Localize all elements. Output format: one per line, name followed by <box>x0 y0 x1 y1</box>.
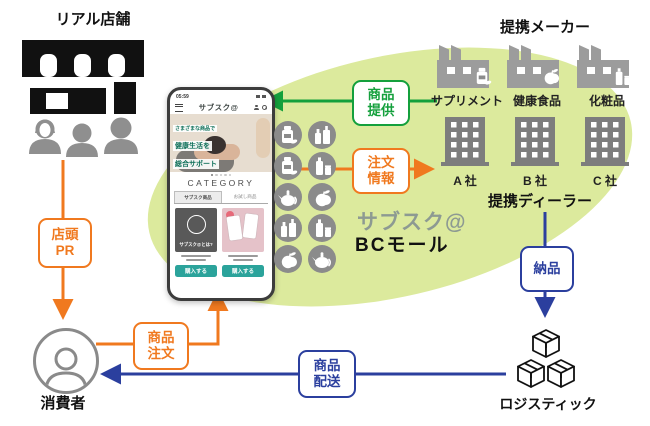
app-header: サブスク@ <box>170 101 272 114</box>
mall-logo-top: サブスク@ <box>357 211 467 234</box>
card-logo-icon <box>187 215 206 234</box>
consumer-icon <box>33 328 99 394</box>
logistics-boxes-icon <box>517 329 575 388</box>
search-icon[interactable] <box>262 105 267 110</box>
dealers-title: 提携ディーラー <box>488 193 592 210</box>
hero-banner: さまざまな商品で 健康生活を 総合サポート <box>170 114 272 172</box>
maker-label-cosmetics: 化粧品 <box>588 94 625 108</box>
signal-battery-icons <box>256 95 266 98</box>
app-logo: サブスク@ <box>198 103 239 112</box>
flow-label-order-info: 注文 情報 <box>352 148 410 194</box>
flow-label-delivery: 納品 <box>520 246 574 292</box>
hero-image-figure <box>256 118 270 158</box>
product-card-app[interactable] <box>222 208 264 252</box>
buy-button[interactable]: 購入する <box>222 264 264 277</box>
flow-label-product-order: 商品 注文 <box>133 322 189 370</box>
phone-clock: 05:59 <box>176 93 189 100</box>
flow-label-store-pr: 店頭 PR <box>38 218 92 268</box>
dealer-building-icons <box>441 117 629 166</box>
logistics-label: ロジスティック <box>499 396 597 412</box>
card-label: サブスク@とは? <box>179 242 213 247</box>
building-b-icon <box>511 117 559 166</box>
maker-label-healthfood: 健康食品 <box>512 94 561 108</box>
card-captions <box>170 252 272 261</box>
hero-line-3: 総合サポート <box>173 159 219 169</box>
carousel-dots[interactable] <box>170 172 272 178</box>
consumer-label: 消費者 <box>40 395 86 412</box>
hamburger-menu-icon[interactable] <box>175 103 183 112</box>
factory-healthfood-icon <box>507 45 560 88</box>
storefront-icon <box>22 40 144 157</box>
factory-cosmetics-icon <box>577 45 631 88</box>
dealer-label-c: C 社 <box>592 174 617 188</box>
factory-icons <box>437 45 631 88</box>
makers-title: 提携メーカー <box>499 19 590 36</box>
building-c-icon <box>581 117 629 166</box>
product-icons-cluster <box>274 121 336 273</box>
card-phone-image <box>242 213 259 239</box>
flow-label-shipping: 商品 配送 <box>298 350 356 398</box>
real-store-title: リアル店舗 <box>55 11 131 28</box>
tab-subscription-products[interactable]: サブスク商品 <box>174 191 222 203</box>
hero-line-1: さまざまな商品で <box>173 125 218 132</box>
maker-label-supplement: サプリメント <box>430 94 503 108</box>
phone-status-bar: 05:59 <box>170 90 272 101</box>
dealer-label-a: A 社 <box>453 174 477 188</box>
flow-label-provide: 商品 提供 <box>352 80 410 126</box>
factory-supplement-icon <box>437 45 492 88</box>
arrow-order-to-app <box>187 290 229 346</box>
account-icon[interactable] <box>254 105 259 110</box>
hero-line-2: 健康生活を <box>173 141 212 151</box>
customers-icon <box>29 117 138 157</box>
tab-trial-products[interactable]: お試し商品 <box>233 194 257 199</box>
category-heading: CATEGORY <box>187 178 255 188</box>
dealer-label-b: B 社 <box>522 174 547 188</box>
buy-button[interactable]: 購入する <box>175 264 217 277</box>
building-a-icon <box>441 117 489 166</box>
smartphone-app: 05:59 サブスク@ さまざまな商品で 健康生活を 総合サポート CATEGO… <box>167 87 275 301</box>
card-phone-image <box>226 215 243 241</box>
mall-logo-bottom: BCモール <box>355 235 450 256</box>
product-card-about[interactable]: サブスク@とは? <box>175 208 217 252</box>
card-badge <box>226 211 234 219</box>
